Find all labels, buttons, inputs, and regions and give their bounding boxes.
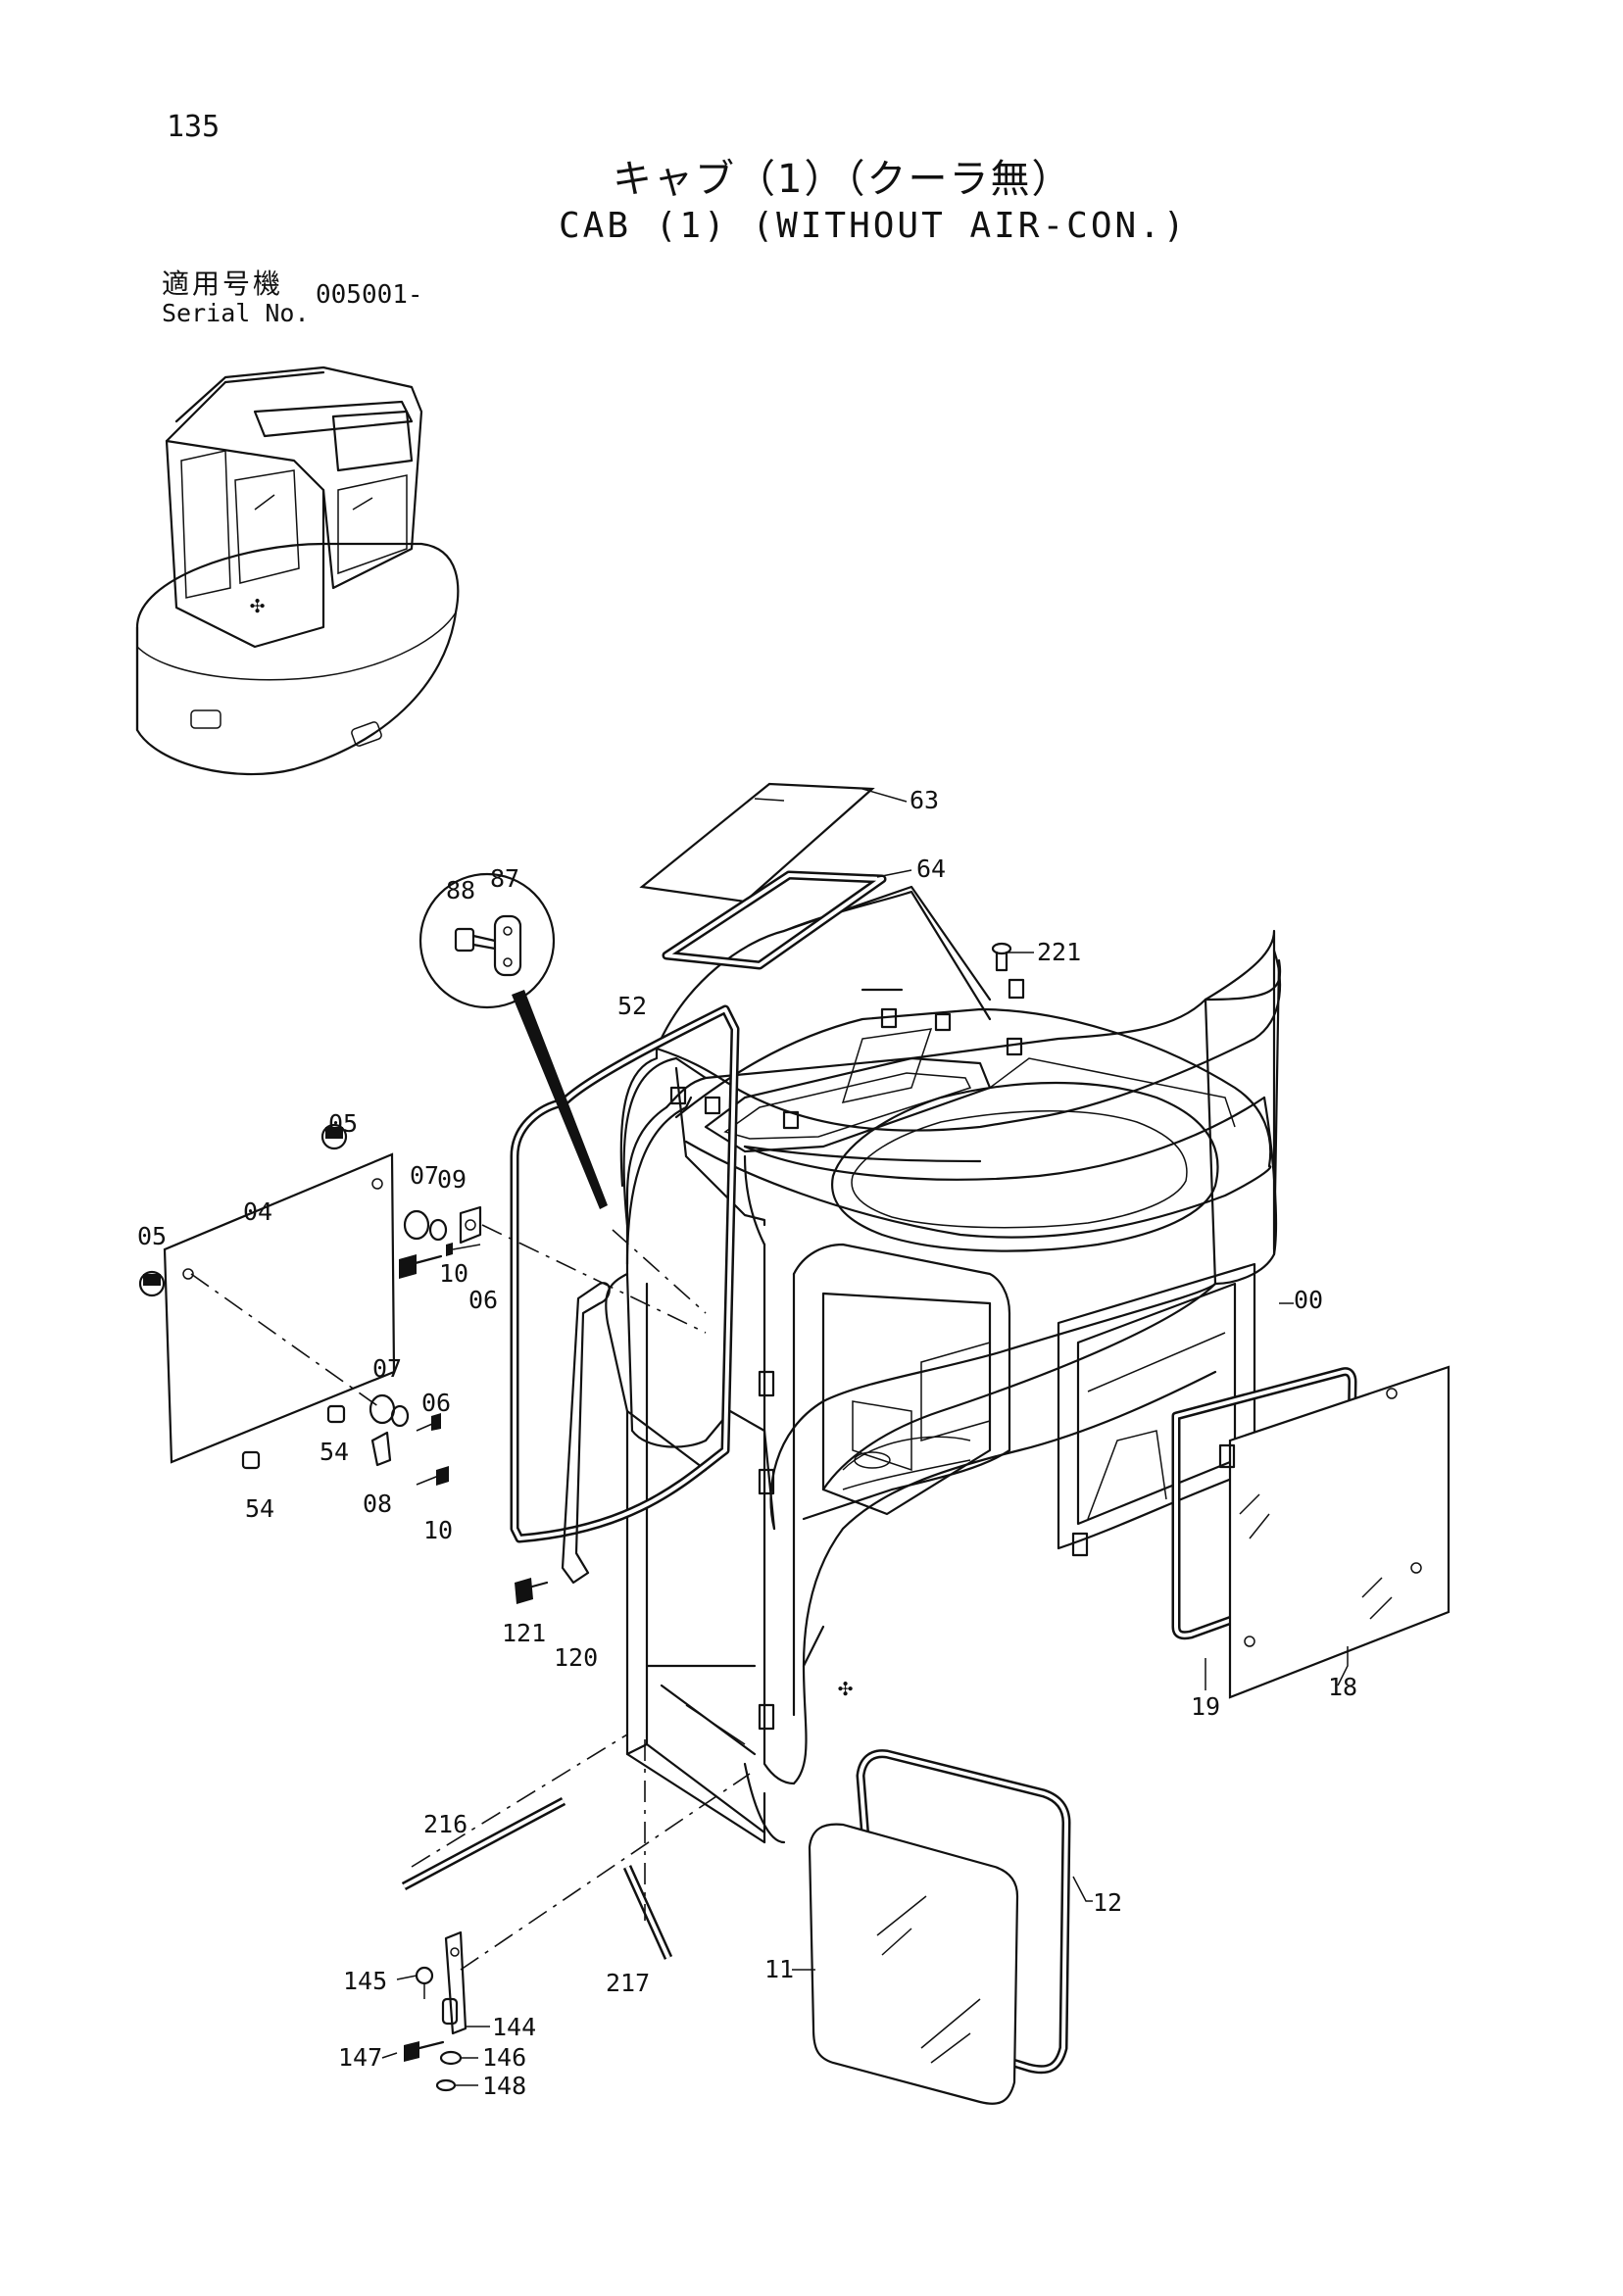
page-number: 135 xyxy=(167,110,221,144)
callout-10-upper: 10 xyxy=(439,1259,468,1288)
callout-54-left: 54 xyxy=(245,1494,274,1523)
callout-09: 09 xyxy=(437,1165,467,1194)
svg-text:✣: ✣ xyxy=(838,1673,853,1701)
callout-121: 121 xyxy=(502,1619,546,1647)
machine-thumbnail: ✣ xyxy=(135,366,460,776)
latch-parts xyxy=(404,1773,751,2092)
detail-circle-hinge-plate xyxy=(418,872,608,1209)
hinge-bar-120 xyxy=(515,1229,707,1604)
seal-strip-216 xyxy=(401,1734,628,1890)
callout-06-upper: 06 xyxy=(468,1286,498,1314)
fasteners-04-group xyxy=(138,1123,707,1486)
serial-number-range: 005001- xyxy=(316,280,423,310)
callout-120: 120 xyxy=(554,1643,598,1672)
door-seal-52 xyxy=(510,1004,740,1543)
seal-strip-217 xyxy=(622,1739,673,1960)
callout-148: 148 xyxy=(482,2072,526,2100)
callout-54-right: 54 xyxy=(320,1438,349,1466)
page-title-japanese: キャブ（1）（クーラ無） xyxy=(613,157,1073,202)
svg-text:✣: ✣ xyxy=(250,590,265,618)
callout-147: 147 xyxy=(338,2043,382,2072)
serial-label-japanese: 適用号機 xyxy=(162,268,284,300)
callout-06-lower: 06 xyxy=(421,1389,451,1417)
callout-63: 63 xyxy=(910,786,939,814)
callout-08: 08 xyxy=(363,1490,392,1518)
serial-label-english: Serial No. xyxy=(162,299,310,327)
callout-216: 216 xyxy=(423,1810,467,1838)
callout-146: 146 xyxy=(482,2043,526,2072)
callout-11: 11 xyxy=(764,1955,794,1983)
callout-221: 221 xyxy=(1037,938,1081,966)
callout-labels: 00 04 05 05 06 06 07 07 08 09 10 10 11 1… xyxy=(137,786,1357,2100)
callout-05-upper: 05 xyxy=(328,1109,358,1138)
callout-12: 12 xyxy=(1093,1888,1122,1917)
callout-52: 52 xyxy=(617,992,647,1020)
callout-00: 00 xyxy=(1294,1286,1323,1314)
callout-04: 04 xyxy=(243,1197,272,1226)
callout-88: 88 xyxy=(446,876,475,904)
callout-64: 64 xyxy=(916,855,946,883)
callout-144: 144 xyxy=(492,2013,536,2041)
page-title-english: CAB (1) (WITHOUT AIR-CON.) xyxy=(559,206,1188,246)
callout-05-lower: 05 xyxy=(137,1222,167,1250)
callout-87: 87 xyxy=(490,864,519,893)
pin-221 xyxy=(991,942,1012,972)
side-window-04 xyxy=(163,1152,396,1464)
callout-10-lower: 10 xyxy=(423,1516,453,1544)
callout-19: 19 xyxy=(1191,1692,1220,1721)
callout-07-upper: 07 xyxy=(410,1161,439,1190)
rear-window-18 xyxy=(1071,1365,1451,1699)
callout-18: 18 xyxy=(1328,1673,1357,1701)
callout-07-lower: 07 xyxy=(372,1354,402,1383)
cab-body: ✣ xyxy=(605,885,1282,1844)
roof-glass xyxy=(639,782,875,904)
callout-217: 217 xyxy=(606,1969,650,1997)
callout-145: 145 xyxy=(343,1967,387,1995)
roof-seal xyxy=(662,870,887,970)
leader-lines xyxy=(381,788,1349,2086)
door-window-11 xyxy=(808,1823,1019,2105)
